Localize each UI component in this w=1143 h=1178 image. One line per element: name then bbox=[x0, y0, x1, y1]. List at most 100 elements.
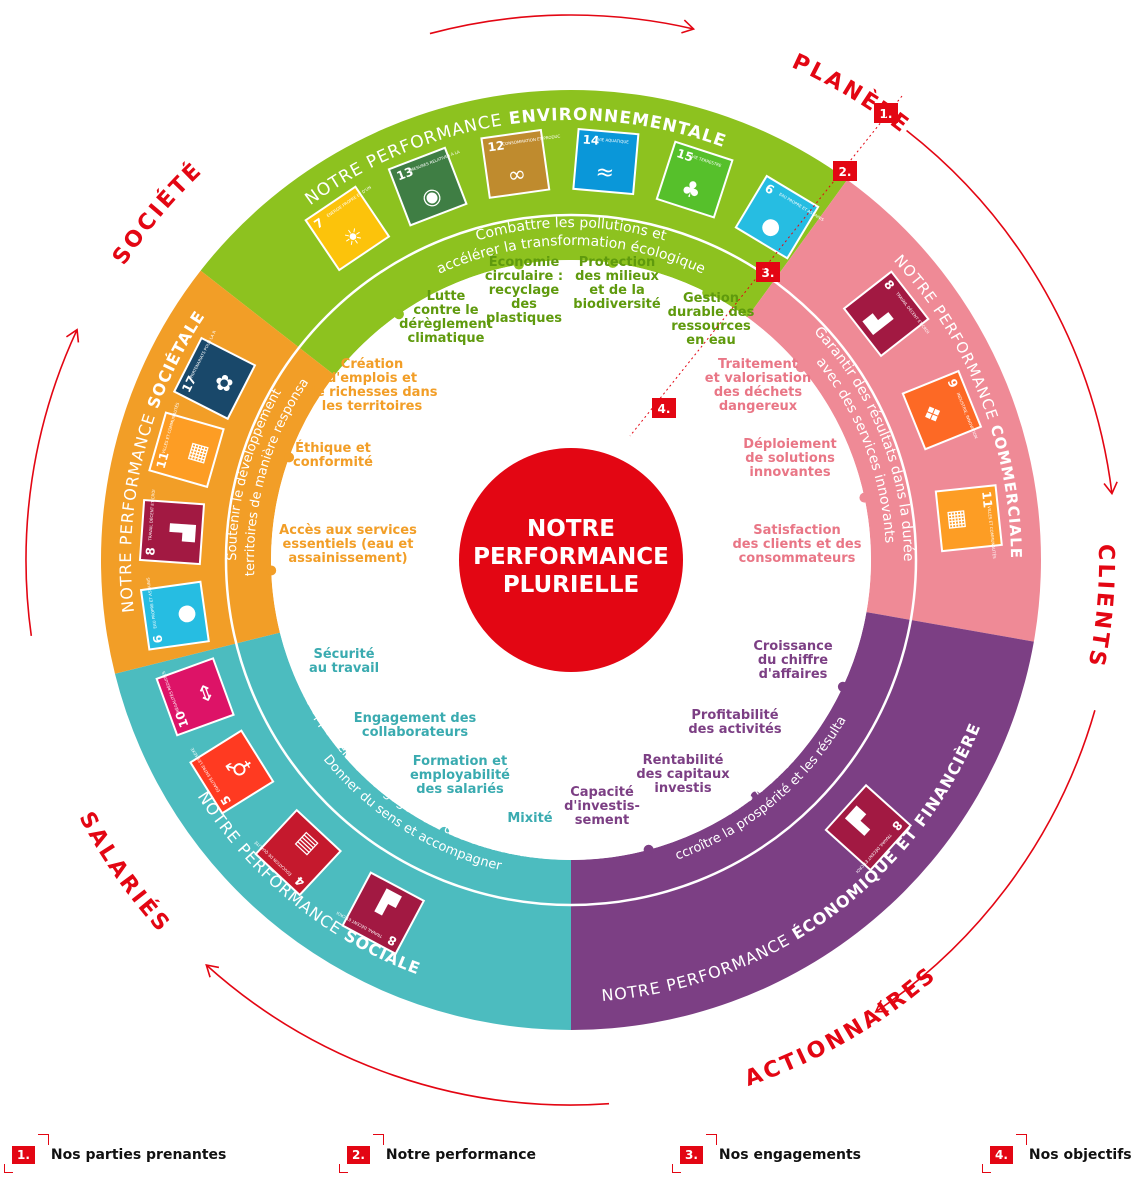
stakeholder-clients: CLIENTS bbox=[1082, 544, 1118, 671]
marker-number: 2. bbox=[839, 165, 852, 179]
stakeholder-arrow bbox=[875, 710, 1096, 1013]
svg-text:10: 10 bbox=[173, 709, 192, 729]
city-icon: ▦ bbox=[944, 508, 971, 531]
sdg-8-icon: 8 TRAVAIL DÉCENT ET CROI ▟ bbox=[138, 489, 206, 566]
arrowhead bbox=[874, 999, 889, 1013]
marker-number: 4. bbox=[658, 402, 671, 416]
legend-label: Nos engagements bbox=[718, 1147, 861, 1163]
stakeholder-salaries: SALARIÉS bbox=[74, 808, 176, 939]
svg-text:11: 11 bbox=[154, 450, 172, 470]
objective-dot bbox=[284, 452, 295, 463]
arrowhead bbox=[65, 328, 80, 343]
stakeholder-arrow bbox=[429, 14, 694, 35]
stakeholder-societe: SOCIÉTÉ bbox=[108, 156, 208, 269]
stakeholder-arrow bbox=[25, 329, 78, 636]
objective-dot bbox=[439, 826, 450, 837]
legend-label: Nos parties prenantes bbox=[50, 1147, 227, 1163]
svg-text:14: 14 bbox=[582, 132, 600, 147]
objective-dot bbox=[607, 257, 618, 268]
marker-number: 3. bbox=[762, 266, 775, 280]
legend-label: Nos objectifs bbox=[1028, 1147, 1132, 1163]
ring-segment-economique bbox=[571, 612, 1034, 1030]
legend-label: Notre performance bbox=[385, 1147, 537, 1163]
svg-text:6: 6 bbox=[150, 634, 165, 644]
svg-text:VILLES ET COMMUNAUTÉS: VILLES ET COMMUNAUTÉS bbox=[987, 506, 998, 560]
ring-divider bbox=[224, 213, 918, 907]
stakeholder-arrow bbox=[906, 129, 1113, 494]
marker-number: 1. bbox=[880, 107, 893, 121]
objective-dot bbox=[513, 259, 524, 270]
ring-segment-societale bbox=[101, 270, 335, 674]
legend-badge: 2. bbox=[339, 1134, 384, 1173]
arrowhead bbox=[681, 19, 696, 34]
marker-badge bbox=[756, 262, 780, 282]
objective-dot bbox=[336, 747, 347, 758]
arrowhead bbox=[205, 963, 220, 978]
water-drop-icon: ● bbox=[173, 603, 200, 625]
stakeholder-arrow bbox=[205, 964, 610, 1106]
svg-text:11: 11 bbox=[979, 491, 995, 509]
objective-dot bbox=[750, 791, 761, 802]
marker-badge bbox=[833, 161, 857, 181]
legend-badge: 4. bbox=[982, 1134, 1027, 1173]
svg-text:12: 12 bbox=[487, 138, 505, 154]
infinity-icon: ∞ bbox=[506, 162, 528, 189]
svg-text:8: 8 bbox=[143, 547, 158, 556]
objective-dot bbox=[643, 844, 654, 855]
objective-sociale: Mixité bbox=[507, 811, 552, 826]
svg-text:17: 17 bbox=[179, 374, 199, 395]
objective-dot bbox=[702, 287, 713, 298]
svg-text:TRAVAIL DÉCENT ET CROI: TRAVAIL DÉCENT ET CROI bbox=[147, 489, 156, 541]
svg-text:15: 15 bbox=[675, 146, 695, 164]
objective-dot bbox=[266, 565, 277, 576]
growth-chart-icon: ▟ bbox=[168, 522, 196, 543]
performance-wheel: NOTRE PERFORMANCE ENVIRONNEMENTALENOTRE … bbox=[25, 14, 1118, 1106]
objective-dot bbox=[795, 362, 806, 373]
legend-item-1: 1. Nos parties prenantes bbox=[4, 1134, 227, 1173]
objective-dot bbox=[837, 681, 848, 692]
legend-item-4: 4. Nos objectifs bbox=[982, 1134, 1132, 1173]
center-circle bbox=[459, 448, 683, 672]
stakeholder-planete: PLANÈTE bbox=[788, 49, 915, 139]
objective-dot bbox=[859, 492, 870, 503]
legend-item-3: 3. Nos engagements bbox=[672, 1134, 861, 1173]
legend-badge: 3. bbox=[672, 1134, 717, 1173]
legend-item-2: 2. Notre performance bbox=[339, 1134, 537, 1173]
legend-badge: 1. bbox=[4, 1134, 49, 1173]
marker-badge bbox=[652, 398, 676, 418]
svg-text:13: 13 bbox=[395, 164, 416, 183]
fish-icon: ≈ bbox=[595, 160, 616, 187]
